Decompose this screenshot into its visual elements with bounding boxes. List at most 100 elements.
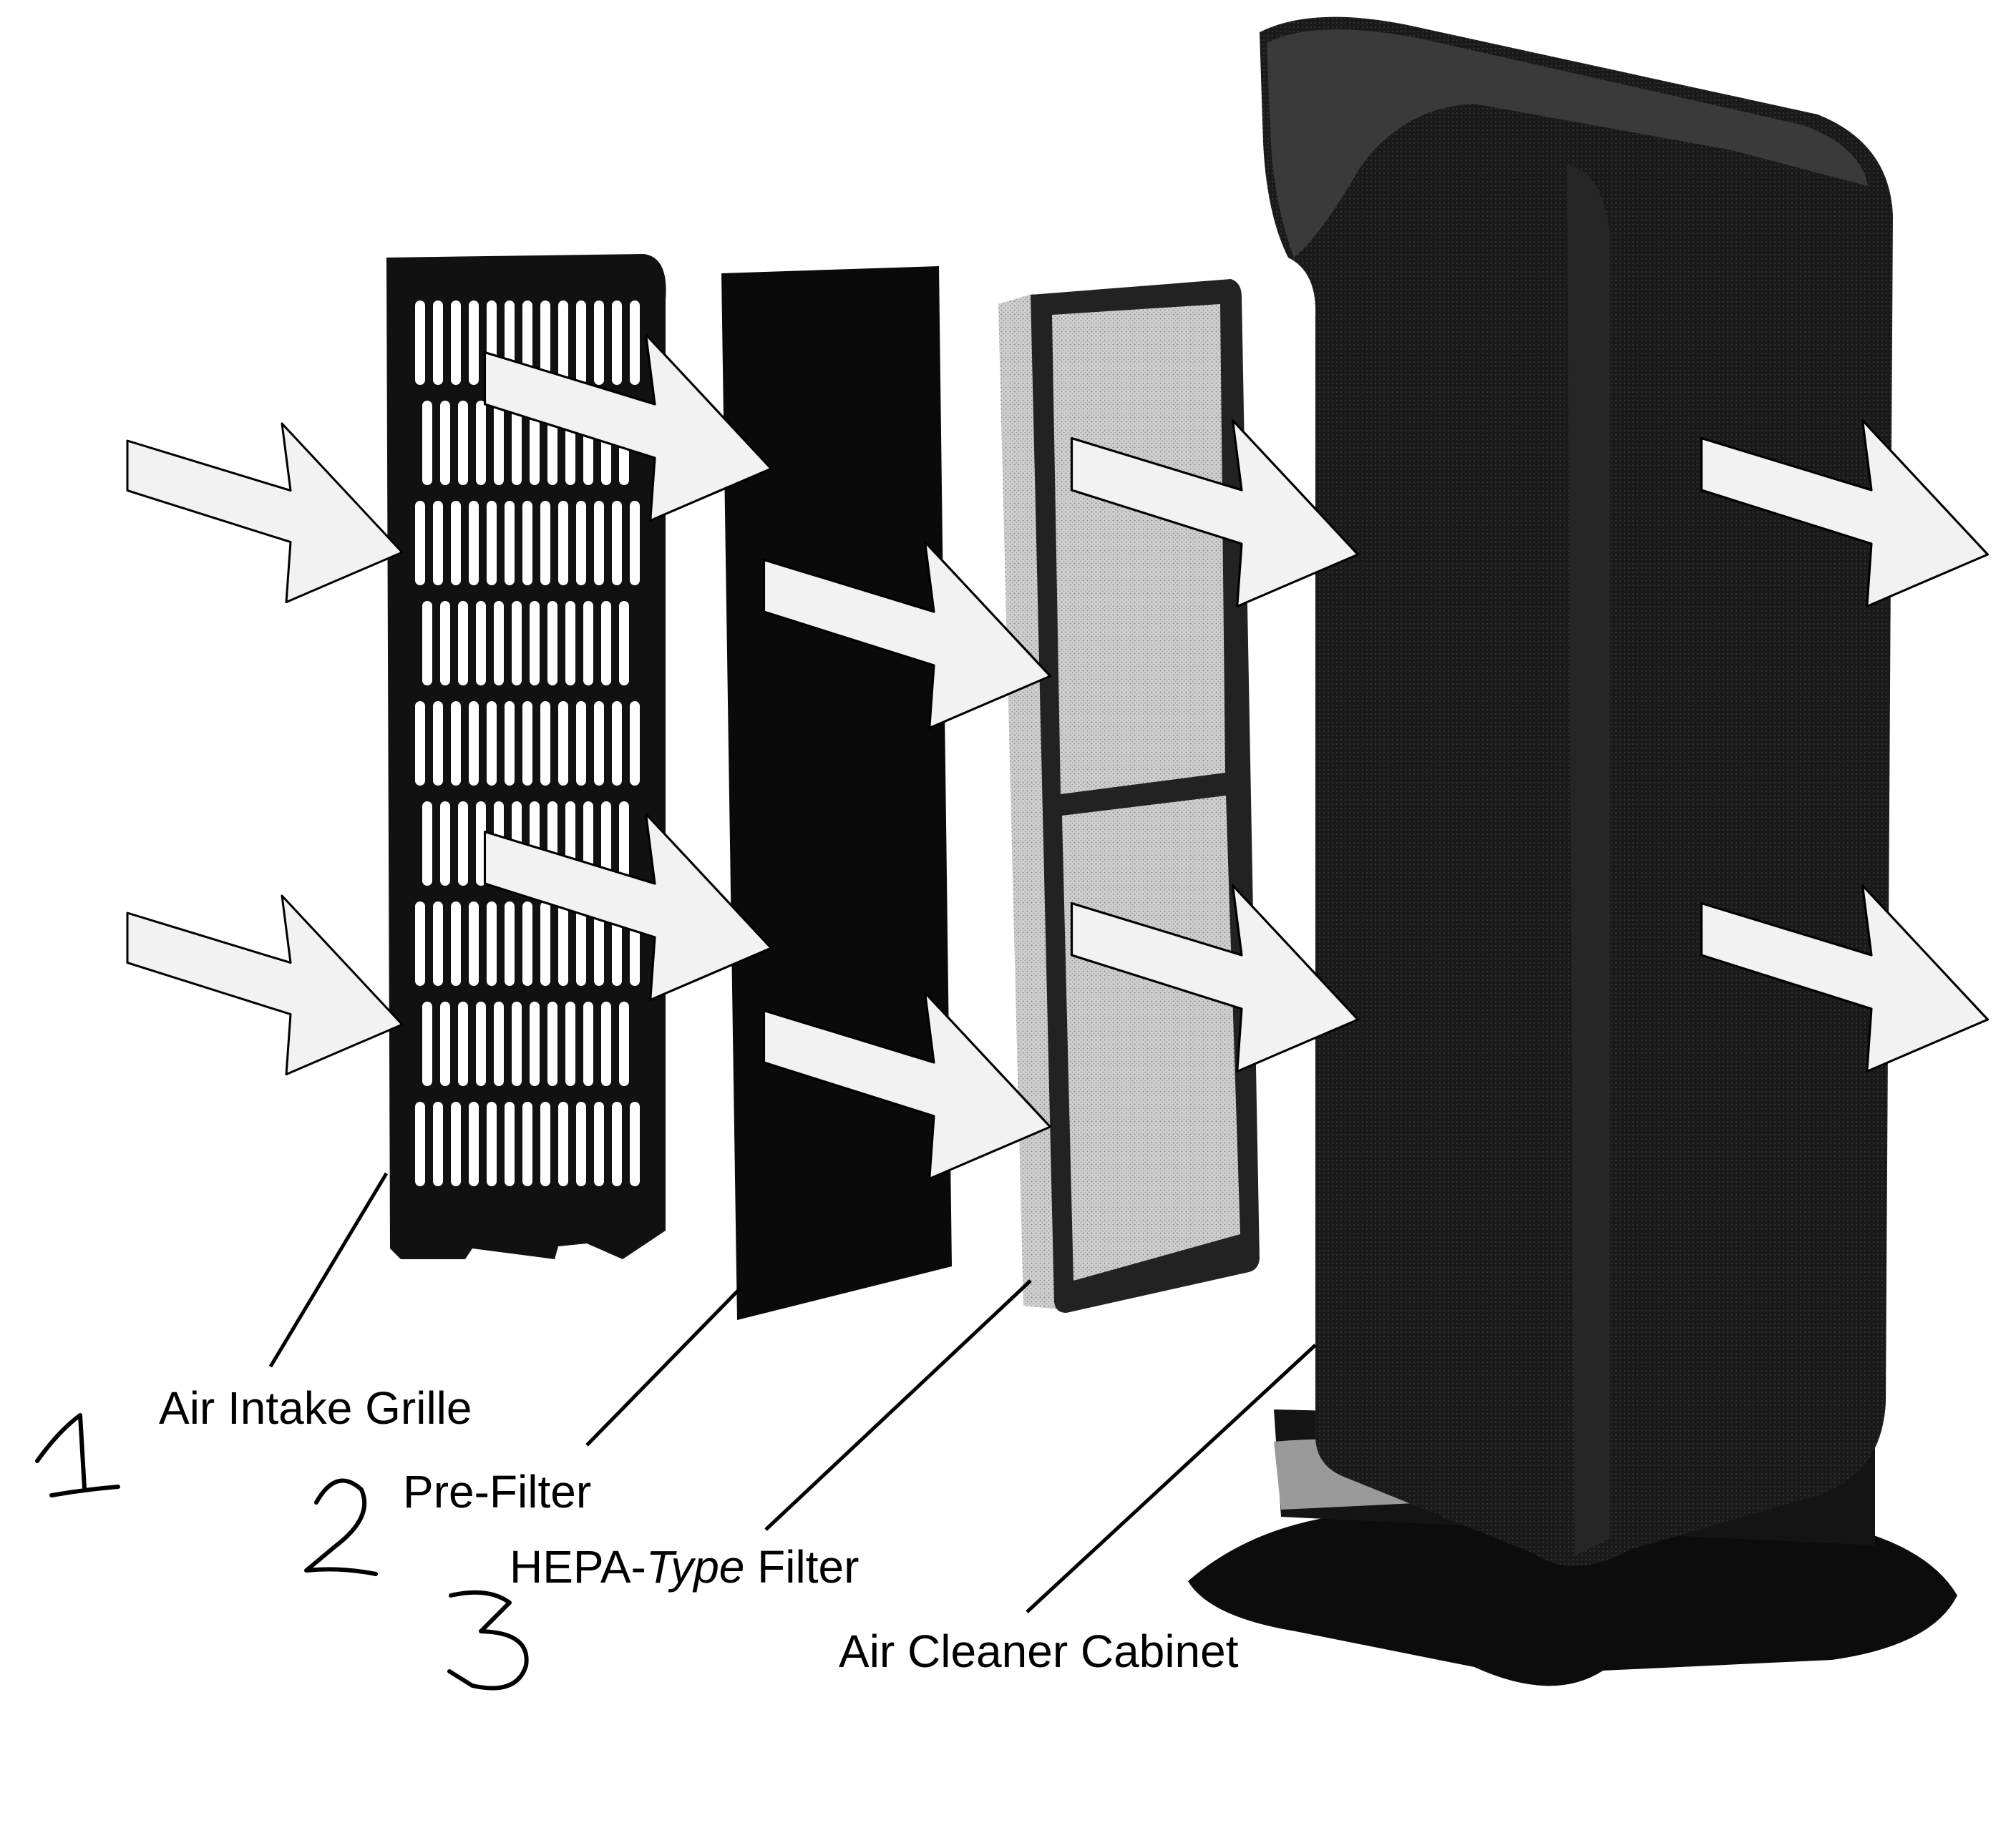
grille-slot — [558, 300, 568, 385]
hepa-filter-edge — [998, 293, 1059, 1309]
grille-slot — [415, 901, 425, 986]
handwritten-number-1 — [35, 1413, 120, 1497]
grille-slot — [576, 1102, 586, 1186]
grille-slot — [451, 1102, 461, 1186]
grille-slot — [612, 300, 622, 385]
grille-slot — [612, 1102, 622, 1186]
grille-slot — [619, 801, 629, 886]
grille-slot — [451, 701, 461, 786]
grille-slot — [494, 401, 504, 485]
grille-slot — [619, 601, 629, 685]
hepa-to-cabinet-arrow-bottom — [1070, 884, 1360, 1073]
grille-slot — [487, 1102, 497, 1186]
grille-slot — [601, 801, 611, 886]
grille-slot — [547, 1002, 557, 1086]
grille-slot — [487, 901, 497, 986]
grille-slot — [583, 1002, 593, 1086]
leader-line-cabinet — [1026, 1344, 1317, 1613]
grille-slot — [522, 901, 532, 986]
exhaust-arrow-bottom — [1700, 884, 1990, 1073]
label-hepa-prefix: HEPA- — [510, 1541, 646, 1593]
prefilter-to-hepa-arrow-top — [762, 540, 1052, 730]
grille-slot — [576, 300, 586, 385]
exhaust-arrow-top — [1700, 419, 1990, 608]
grille-slot — [576, 701, 586, 786]
grille-slot — [476, 1002, 486, 1086]
grille-slot — [440, 801, 450, 886]
grille-slot — [594, 501, 604, 585]
grille-slot — [415, 1102, 425, 1186]
grille-slot — [594, 901, 604, 986]
grille-slot — [422, 1002, 432, 1086]
intake-arrow-top — [126, 422, 404, 604]
grille-slot — [512, 401, 522, 485]
grille-slot — [558, 1102, 568, 1186]
cabinet-top-bezel — [1267, 29, 1868, 258]
grille-slot — [601, 1002, 611, 1086]
grille-to-prefilter-arrow-bottom — [483, 812, 773, 1002]
grille-slot — [440, 401, 450, 485]
label-pre-filter: Pre-Filter — [403, 1466, 591, 1517]
leader-lines — [268, 1172, 1317, 1613]
grille-slot — [458, 801, 468, 886]
handwritten-numbers — [35, 1413, 529, 1691]
grille-slot — [522, 501, 532, 585]
grille-slot — [583, 601, 593, 685]
grille-slot — [565, 601, 575, 685]
grille-slot — [547, 601, 557, 685]
grille-slot — [540, 300, 550, 385]
grille-slot — [469, 1102, 479, 1186]
grille-slot — [422, 401, 432, 485]
grille-slot — [630, 300, 640, 385]
grille-slot — [433, 701, 443, 786]
handwritten-number-3 — [447, 1590, 529, 1691]
grille-slot — [530, 601, 540, 685]
grille-slot — [469, 701, 479, 786]
grille-slot — [512, 1002, 522, 1086]
grille-slot — [612, 501, 622, 585]
grille-slot — [522, 701, 532, 786]
leader-line-hepa-filter — [764, 1279, 1032, 1531]
grille-slot — [565, 1002, 575, 1086]
grille-slot — [505, 1102, 515, 1186]
grille-slot — [469, 901, 479, 986]
airflow-arrows — [126, 333, 1990, 1181]
label-air-cleaner-cabinet: Air Cleaner Cabinet — [839, 1626, 1239, 1677]
grille-slot — [630, 701, 640, 786]
grille-slot — [451, 300, 461, 385]
grille-slot — [630, 501, 640, 585]
grille-slot — [440, 601, 450, 685]
label-air-intake-grille: Air Intake Grille — [159, 1382, 472, 1434]
grille-slot — [415, 300, 425, 385]
grille-slot — [415, 701, 425, 786]
grille-slot — [476, 801, 486, 886]
grille-slot — [540, 701, 550, 786]
label-hepa-type: Type — [646, 1541, 745, 1593]
grille-slot — [594, 701, 604, 786]
grille-slot — [505, 501, 515, 585]
grille-slot — [422, 601, 432, 685]
grille-slot — [505, 901, 515, 986]
grille-slot — [619, 1002, 629, 1086]
grille-slot — [530, 1002, 540, 1086]
grille-slot — [458, 601, 468, 685]
grille-slot — [458, 1002, 468, 1086]
handwritten-number-2 — [304, 1478, 378, 1576]
cabinet-side-panel — [1567, 165, 1610, 1556]
leader-line-air-intake-grille — [268, 1172, 389, 1368]
grille-slot — [612, 701, 622, 786]
grille-slot — [505, 701, 515, 786]
grille-to-prefilter-arrow-top — [483, 333, 773, 522]
grille-slot — [558, 701, 568, 786]
grille-slot — [433, 300, 443, 385]
grille-slot — [487, 501, 497, 585]
grille-slot — [440, 1002, 450, 1086]
grille-slot — [522, 1102, 532, 1186]
grille-slot — [540, 1102, 550, 1186]
hepa-type-filter — [998, 279, 1260, 1313]
grille-slot — [422, 801, 432, 886]
grille-slot — [451, 501, 461, 585]
grille-slot — [576, 501, 586, 585]
intake-arrow-bottom — [126, 894, 404, 1076]
